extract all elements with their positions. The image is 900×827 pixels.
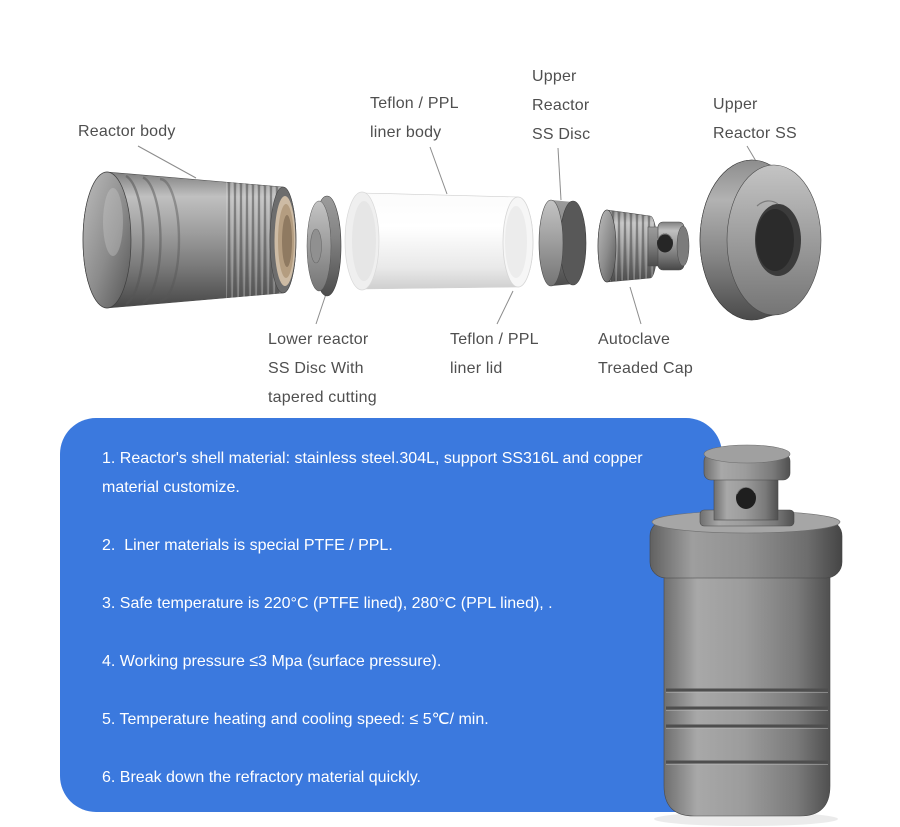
leader-reactor-body [137, 145, 197, 179]
spec-item-1: 1. Reactor's shell material: stainless s… [102, 450, 647, 496]
label-text: Reactor [532, 97, 590, 114]
autoclave-threaded-cap-part [597, 209, 690, 283]
leader-liner-body [429, 146, 448, 195]
spec-item-4: 4. Working pressure ≤3 Mpa (surface pres… [102, 653, 442, 670]
label-text: Upper [532, 68, 577, 85]
leader-liner-lid [496, 290, 514, 325]
label-upper-reactor-ss: Upper Reactor SS [713, 90, 797, 148]
label-text: Upper [713, 96, 758, 113]
teflon-liner-lid-part [502, 196, 534, 288]
label-autoclave-cap: Autoclave Treaded Cap [598, 325, 693, 383]
assembled-reactor [649, 444, 843, 826]
label-text: SS Disc [532, 126, 591, 143]
spec-item-5: 5. Temperature heating and cooling speed… [102, 711, 489, 728]
label-liner-lid: Teflon / PPL liner lid [450, 325, 539, 383]
spec-item-2: 2. Liner materials is special PTFE / PPL… [102, 537, 393, 554]
label-text: Lower reactor [268, 331, 369, 348]
spec-box: 1. Reactor's shell material: stainless s… [60, 418, 722, 812]
label-upper-ss-disc: Upper Reactor SS Disc [532, 62, 590, 149]
label-text: Teflon / PPL [450, 331, 539, 348]
label-text: Autoclave [598, 331, 671, 348]
label-text: liner body [370, 124, 442, 141]
label-text: Teflon / PPL [370, 95, 459, 112]
exploded-diagram [82, 145, 822, 325]
upper-reactor-ss-part [699, 159, 822, 321]
label-reactor-body: Reactor body [78, 117, 176, 146]
label-text: SS Disc With [268, 360, 364, 377]
leader-lines [137, 145, 764, 325]
label-text: Treaded Cap [598, 360, 693, 377]
upper-reactor-ss-disc-part [538, 199, 587, 287]
leader-autoclave-cap [629, 286, 642, 325]
label-lower-ss-disc: Lower reactor SS Disc With tapered cutti… [268, 325, 377, 412]
label-text: tapered cutting [268, 389, 377, 406]
leader-upper-ss-disc [557, 147, 562, 201]
reactor-body-part [82, 171, 297, 309]
label-text: Reactor body [78, 123, 176, 140]
label-liner-body: Teflon / PPL liner body [370, 89, 459, 147]
assembled-reactor-image [649, 444, 843, 826]
lower-reactor-ss-disc-part [306, 195, 342, 297]
label-text: liner lid [450, 360, 503, 377]
spec-item-3: 3. Safe temperature is 220°C (PTFE lined… [102, 595, 553, 612]
leader-lower-ss-disc [315, 293, 327, 325]
spec-item-6: 6. Break down the refractory material qu… [102, 769, 421, 786]
label-text: Reactor SS [713, 125, 797, 142]
